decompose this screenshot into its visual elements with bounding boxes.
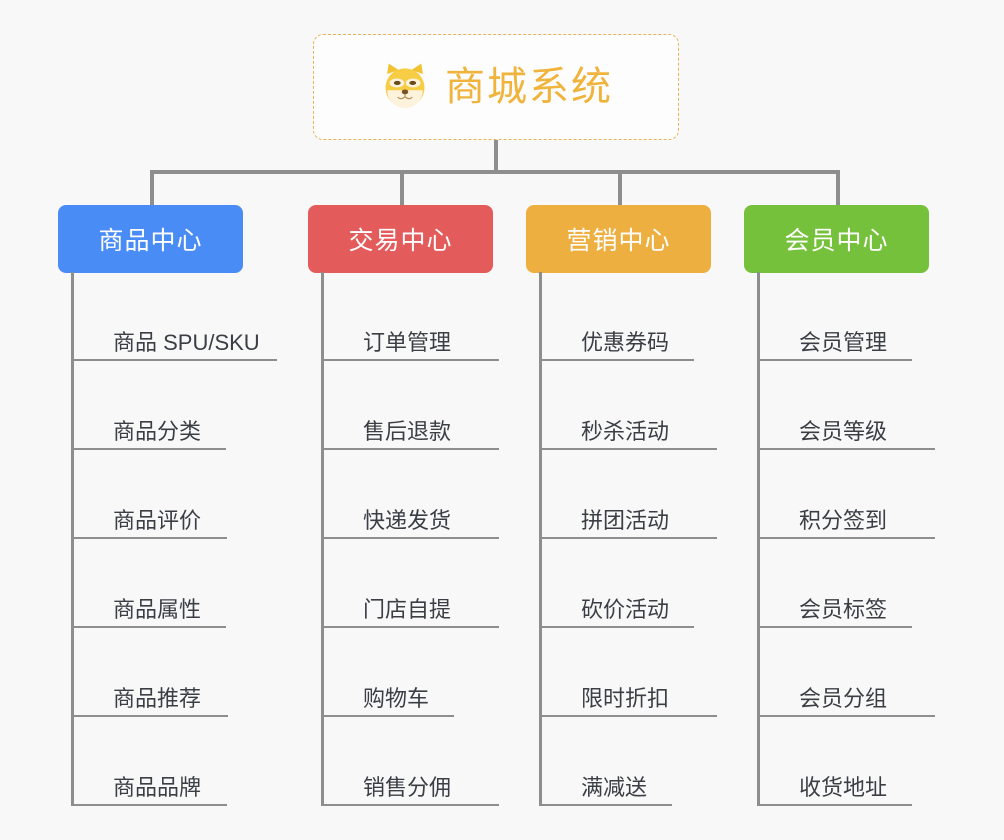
leaf-item[interactable]: 会员管理 (757, 272, 935, 361)
column-spine-1 (321, 272, 324, 806)
leaf-item[interactable]: 商品 SPU/SKU (71, 272, 286, 361)
leaf-item-underline (71, 359, 277, 361)
leaf-item-underline (539, 359, 694, 361)
leaf-item-underline (321, 626, 499, 628)
leaf-item[interactable]: 商品评价 (71, 450, 286, 539)
leaf-item-label: 满减送 (581, 775, 648, 800)
branch-label-0: 商品中心 (98, 227, 203, 255)
leaf-item[interactable]: 满减送 (539, 717, 717, 806)
leaf-item-label: 会员等级 (799, 419, 888, 444)
connector-drop-3 (618, 170, 622, 205)
leaf-item-underline (71, 448, 226, 450)
leaf-item-label: 优惠券码 (581, 330, 670, 355)
column-spine-2 (539, 272, 542, 806)
leaf-item-label: 商品推荐 (113, 686, 202, 711)
connector-horizontal-bus (150, 170, 840, 174)
leaf-item-label: 商品品牌 (113, 775, 202, 800)
connector-drop-4 (836, 170, 840, 205)
leaf-item[interactable]: 订单管理 (321, 272, 499, 361)
leaf-item-label: 商品 SPU/SKU (113, 330, 260, 355)
leaf-item-underline (71, 804, 227, 806)
column-spine-0 (71, 272, 74, 806)
leaf-item[interactable]: 优惠券码 (539, 272, 717, 361)
leaf-item[interactable]: 购物车 (321, 628, 499, 717)
branch-label-3: 会员中心 (784, 227, 889, 255)
leaf-item-underline (71, 537, 227, 539)
leaf-item-label: 会员分组 (799, 686, 888, 711)
root-node[interactable]: 商城系统 (313, 34, 679, 140)
leaf-item[interactable]: 限时折扣 (539, 628, 717, 717)
branch-node-1[interactable]: 交易中心 (308, 205, 493, 273)
connector-root-stem (494, 140, 498, 173)
leaf-item[interactable]: 销售分佣 (321, 717, 499, 806)
leaf-item[interactable]: 秒杀活动 (539, 361, 717, 450)
leaf-item-underline (539, 448, 717, 450)
branch-label-1: 交易中心 (348, 227, 453, 255)
leaf-item[interactable]: 快递发货 (321, 450, 499, 539)
branch-node-0[interactable]: 商品中心 (58, 205, 243, 273)
branch-node-2[interactable]: 营销中心 (526, 205, 711, 273)
leaf-item-underline (321, 359, 499, 361)
leaf-item-underline (539, 537, 717, 539)
leaf-item[interactable]: 商品推荐 (71, 628, 286, 717)
leaf-item-label: 商品分类 (113, 419, 202, 444)
root-title: 商城系统 (445, 65, 613, 109)
leaf-item-underline (757, 804, 912, 806)
connector-drop-2 (400, 170, 404, 205)
leaf-item[interactable]: 砍价活动 (539, 539, 717, 628)
leaf-item-underline (757, 715, 935, 717)
leaf-item-underline (321, 537, 499, 539)
leaf-item[interactable]: 商品属性 (71, 539, 286, 628)
leaf-item[interactable]: 商品分类 (71, 361, 286, 450)
leaf-item-label: 购物车 (363, 686, 430, 711)
leaf-item-label: 秒杀活动 (581, 419, 670, 444)
leaf-item-label: 商品评价 (113, 508, 202, 533)
leaf-item-label: 限时折扣 (581, 686, 670, 711)
branch-items-1: 订单管理售后退款快递发货门店自提购物车销售分佣 (321, 272, 499, 806)
column-spine-3 (757, 272, 760, 806)
leaf-item-label: 销售分佣 (363, 775, 452, 800)
leaf-item-label: 积分签到 (799, 508, 888, 533)
leaf-item-label: 拼团活动 (581, 508, 670, 533)
leaf-item[interactable]: 会员分组 (757, 628, 935, 717)
connector-drop-1 (150, 170, 154, 205)
branch-node-3[interactable]: 会员中心 (744, 205, 929, 273)
leaf-item[interactable]: 会员等级 (757, 361, 935, 450)
leaf-item-underline (757, 626, 912, 628)
leaf-item-label: 门店自提 (363, 597, 452, 622)
leaf-item-underline (757, 359, 912, 361)
leaf-item-underline (321, 715, 454, 717)
leaf-item[interactable]: 积分签到 (757, 450, 935, 539)
leaf-item-underline (321, 804, 499, 806)
leaf-item-label: 收货地址 (799, 775, 888, 800)
leaf-item[interactable]: 门店自提 (321, 539, 499, 628)
leaf-item-underline (757, 448, 935, 450)
branch-items-0: 商品 SPU/SKU 商品分类商品评价商品属性商品推荐商品品牌 (71, 272, 286, 806)
leaf-item-label: 售后退款 (363, 419, 452, 444)
leaf-item-label: 订单管理 (363, 330, 452, 355)
leaf-item[interactable]: 收货地址 (757, 717, 935, 806)
leaf-item-label: 商品属性 (113, 597, 202, 622)
branch-items-2: 优惠券码秒杀活动拼团活动砍价活动限时折扣满减送 (539, 272, 717, 806)
leaf-item-label: 会员管理 (799, 330, 888, 355)
leaf-item-underline (539, 626, 694, 628)
leaf-item-underline (71, 715, 228, 717)
leaf-item[interactable]: 会员标签 (757, 539, 935, 628)
leaf-item-underline (321, 448, 499, 450)
leaf-item-underline (71, 626, 226, 628)
leaf-item[interactable]: 售后退款 (321, 361, 499, 450)
branch-label-2: 营销中心 (566, 227, 671, 255)
leaf-item-underline (757, 537, 935, 539)
branch-items-3: 会员管理会员等级积分签到会员标签会员分组收货地址 (757, 272, 935, 806)
leaf-item[interactable]: 商品品牌 (71, 717, 286, 806)
leaf-item[interactable]: 拼团活动 (539, 450, 717, 539)
leaf-item-underline (539, 804, 672, 806)
leaf-item-underline (539, 715, 717, 717)
leaf-item-label: 会员标签 (799, 597, 888, 622)
leaf-item-label: 快递发货 (363, 508, 452, 533)
leaf-item-label: 砍价活动 (581, 597, 670, 622)
shiba-dog-icon (379, 61, 431, 113)
